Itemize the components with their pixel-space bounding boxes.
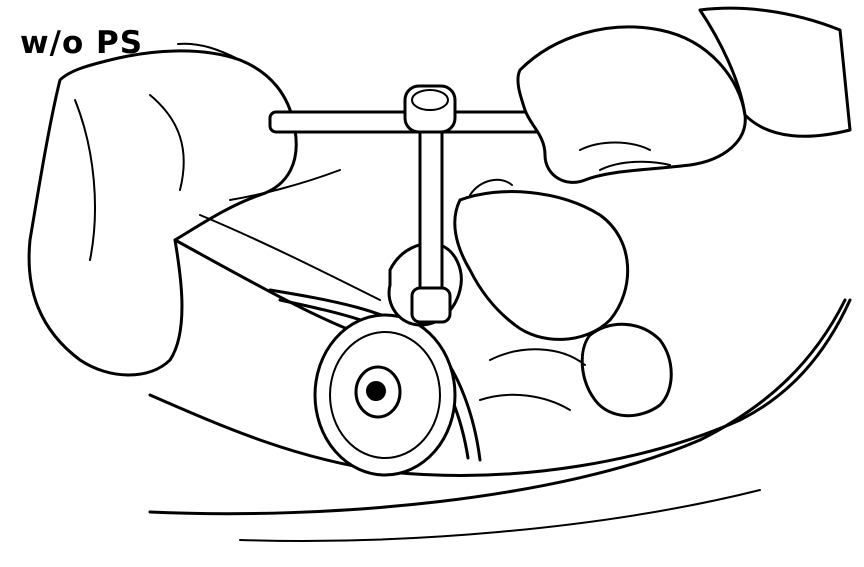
- left-arm: [27, 49, 298, 377]
- upper-right-sleeve: [698, 6, 852, 138]
- engine-bay-line-1: [173, 238, 352, 332]
- wrench-head-top: [411, 89, 449, 111]
- engine-bay-line-3: [229, 169, 341, 201]
- left-arm-fold-2: [149, 94, 185, 191]
- crank-pulley-rim: [329, 331, 441, 459]
- right-lower-hand: [453, 190, 630, 341]
- body-outline-lower: [239, 489, 761, 542]
- upper-right-hand-finger-1: [579, 141, 651, 151]
- upper-right-hand-finger-2: [599, 160, 671, 171]
- left-arm-fold: [74, 99, 96, 261]
- crank-pulley-bolt: [366, 381, 386, 401]
- upper-right-hand: [516, 25, 747, 184]
- engine-component-detail: [489, 348, 586, 366]
- engine-component-right: [580, 322, 673, 418]
- wrench-socket: [410, 286, 452, 324]
- right-lower-hand-finger: [469, 178, 513, 196]
- wrench-shaft: [418, 128, 444, 302]
- engine-component-detail-2: [479, 393, 571, 411]
- body-outline-outer: [148, 298, 847, 516]
- engine-bay-line-2: [199, 214, 381, 301]
- label-leader-line: [177, 42, 241, 61]
- body-outline-inner: [148, 298, 852, 477]
- figure-label: w/o PS: [20, 25, 144, 61]
